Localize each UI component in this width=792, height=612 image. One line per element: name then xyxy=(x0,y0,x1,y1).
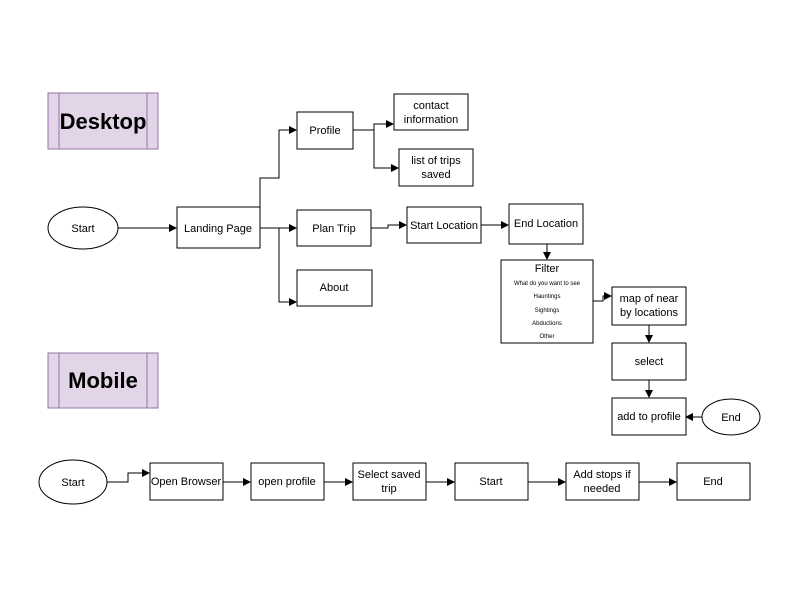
mobile-edges xyxy=(107,469,677,486)
filter-option-abductions: Abductions xyxy=(532,321,562,327)
add-to-profile-label: add to profile xyxy=(617,411,681,423)
profile-node: Profile xyxy=(296,111,354,150)
add-stops-node: Add stops if needed xyxy=(565,462,640,501)
filter-option-hauntings: Hauntings xyxy=(533,294,560,300)
list-of-trips-line-2: saved xyxy=(421,169,450,181)
add-to-profile-node: add to profile xyxy=(611,397,687,436)
select-node: select xyxy=(611,342,687,381)
mobile-banner: Mobile xyxy=(47,352,159,409)
add-stops-line-1: Add stops if xyxy=(573,469,631,481)
map-label-line-2: by locations xyxy=(620,307,679,319)
mobile-title: Mobile xyxy=(68,368,138,393)
filter-option-sightings: Sightings xyxy=(535,308,560,314)
filter-title: Filter xyxy=(535,263,560,275)
edge-profile-to-trips xyxy=(373,130,399,172)
edge-filter-to-map xyxy=(593,292,612,302)
desktop-title: Desktop xyxy=(60,109,147,134)
add-stops-line-2: needed xyxy=(584,483,621,495)
plan-trip-node: Plan Trip xyxy=(296,209,372,247)
list-of-trips-node: list of trips saved xyxy=(398,148,474,187)
mobile-start-label: Start xyxy=(61,477,84,489)
select-saved-trip-line-2: trip xyxy=(381,483,396,495)
select-saved-trip-line-1: Select saved xyxy=(358,469,421,481)
filter-node: Filter What do you want to see Hauntings… xyxy=(500,259,594,344)
end-location-label: End Location xyxy=(514,218,578,230)
desktop-start-label: Start xyxy=(71,223,94,235)
contact-information-line-2: information xyxy=(404,114,458,126)
desktop-end-label: End xyxy=(721,412,741,424)
mobile-start-step-label: Start xyxy=(479,476,502,488)
open-browser-node: Open Browser xyxy=(149,462,224,501)
landing-page-label: Landing Page xyxy=(184,223,252,235)
about-label: About xyxy=(320,282,349,294)
desktop-banner: Desktop xyxy=(47,92,159,150)
map-node: map of near by locations xyxy=(611,286,687,326)
edge-landing-to-about xyxy=(278,228,297,306)
start-location-label: Start Location xyxy=(410,220,478,232)
open-profile-label: open profile xyxy=(258,476,316,488)
filter-prompt: What do you want to see xyxy=(514,281,581,287)
open-profile-node: open profile xyxy=(250,462,325,501)
mobile-start-node: Start xyxy=(38,459,108,505)
profile-label: Profile xyxy=(309,125,340,137)
edge-mobile-start-to-browser xyxy=(107,469,150,483)
select-label: select xyxy=(635,356,664,368)
open-browser-label: Open Browser xyxy=(151,476,222,488)
contact-information-node: contact information xyxy=(393,93,469,131)
select-saved-trip-node: Select saved trip xyxy=(352,462,427,501)
mobile-end-label: End xyxy=(703,476,723,488)
plan-trip-label: Plan Trip xyxy=(312,223,355,235)
mobile-start-step-node: Start xyxy=(454,462,529,501)
map-label-line-1: map of near xyxy=(620,293,679,305)
desktop-edges xyxy=(117,120,716,421)
about-node: About xyxy=(296,269,373,307)
start-location-node: Start Location xyxy=(406,206,482,244)
end-location-node: End Location xyxy=(508,203,584,245)
edge-landing-to-profile xyxy=(259,126,297,228)
edge-plan-to-start-location xyxy=(371,221,407,229)
list-of-trips-line-1: list of trips xyxy=(411,155,461,167)
contact-information-line-1: contact xyxy=(413,100,448,112)
mobile-end-node: End xyxy=(676,462,751,501)
desktop-start-node: Start xyxy=(47,206,119,250)
desktop-end-node: End xyxy=(701,398,761,436)
edge-profile-to-contact xyxy=(353,120,394,131)
landing-page-node: Landing Page xyxy=(176,206,261,249)
filter-option-other: Other xyxy=(539,334,554,340)
